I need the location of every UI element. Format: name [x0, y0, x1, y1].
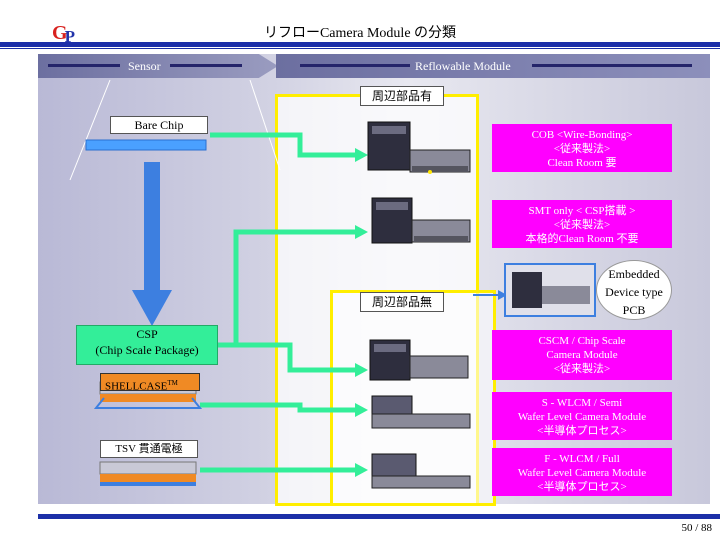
arrow-csp-to-smt [233, 229, 355, 345]
company-logo: GP [52, 22, 75, 46]
bare-chip-label: Bare Chip [110, 116, 208, 134]
bare-chip-drawing [85, 139, 207, 151]
arrow-csp-to-smt-head [355, 225, 368, 239]
sensor-header-bar-left [48, 64, 120, 67]
shellcase-tm: TM [167, 379, 178, 387]
guide-line-right [249, 79, 281, 171]
bare-to-csp-arrow-shaft [144, 162, 160, 290]
shellcase-chip-body [100, 394, 196, 402]
sensor-header-bar-right [170, 64, 242, 67]
header-rule [0, 42, 720, 47]
without-parts-label: 周辺部品無 [360, 292, 444, 312]
arrow-shellcase-to-swlcm [200, 402, 355, 413]
module-cob-box: COB <Wire-Bonding> <従来製法> Clean Room 要 [492, 124, 672, 172]
tsv-label: TSV 貫通電極 [100, 440, 198, 458]
tsv-chip-base [100, 482, 196, 486]
arrow-shellcase-to-swlcm-head [355, 403, 368, 417]
module-drawing-cscm [369, 339, 469, 381]
module-cscm-box: CSCM / Chip Scale Camera Module <従来製法> [492, 330, 672, 380]
module-drawing-fwlcm [371, 453, 471, 489]
with-parts-label: 周辺部品有 [360, 86, 444, 106]
module-fwlcm-box: F - WLCM / Full Wafer Level Camera Modul… [492, 448, 672, 496]
arrow-bare-to-cob [210, 132, 355, 158]
embedded-connector-head [498, 290, 507, 300]
module-drawing-embedded [504, 263, 596, 317]
module-drawing-smt [371, 197, 471, 244]
arrow-bare-to-cob-head [355, 148, 368, 162]
arrow-tsv-to-fwlcm-head [355, 463, 368, 477]
header-rule-thin [0, 48, 720, 49]
sensor-label: Sensor [128, 59, 161, 73]
bare-to-csp-arrow-head [132, 290, 172, 326]
shellcase-label: SHELLCASETM [100, 373, 200, 393]
page-title: リフローCamera Module の分類 [263, 26, 457, 41]
arrow-csp-to-cscm [210, 342, 355, 373]
tsv-chip-top [99, 461, 197, 475]
shellcase-text: SHELLCASE [105, 380, 168, 393]
page-number: 50 / 88 [681, 522, 712, 534]
arrow-csp-to-cscm-head [355, 363, 368, 377]
module-swlcm-box: S - WLCM / Semi Wafer Level Camera Modul… [492, 392, 672, 440]
csp-label: CSP (Chip Scale Package) [76, 325, 218, 365]
reflowable-label: Reflowable Module [415, 59, 511, 73]
module-smt-box: SMT only < CSP搭載 > <従来製法> 本格的Clean Room … [492, 200, 672, 248]
embedded-pcb-label: Embedded Device type PCB [596, 260, 672, 320]
reflow-header-bar-left [300, 64, 410, 67]
guide-line-left [69, 79, 111, 181]
logo-letter-g: G [52, 22, 68, 44]
module-drawing-swlcm [371, 395, 471, 429]
reflow-header-bar-right [532, 64, 692, 67]
tsv-chip-body [100, 474, 196, 482]
shellcase-chip-leads [93, 397, 203, 409]
module-drawing-cob [367, 121, 471, 174]
logo-letter-p: P [64, 27, 75, 46]
footer-rule [38, 514, 720, 519]
